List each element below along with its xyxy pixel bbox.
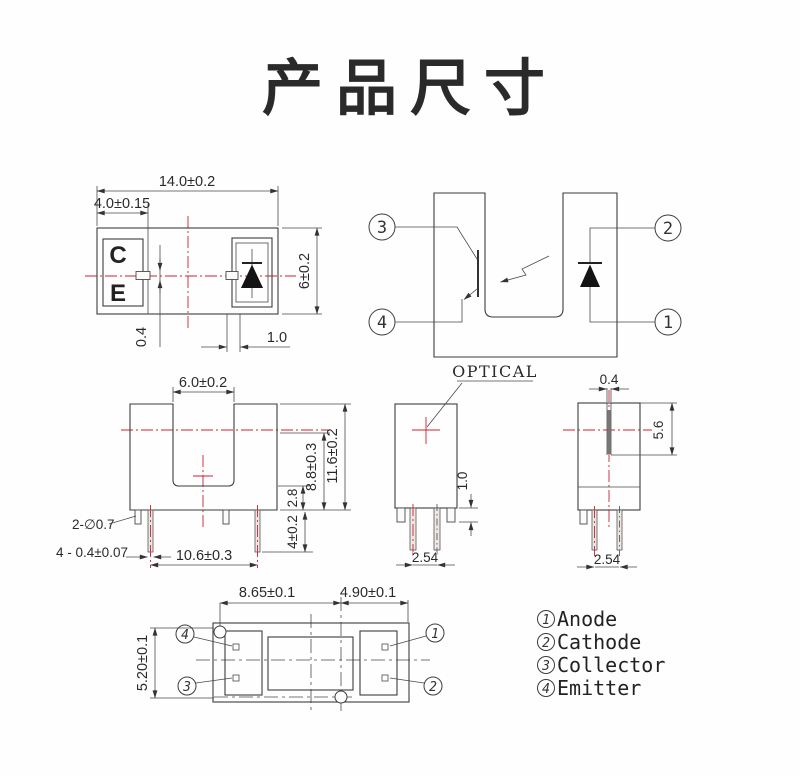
dim-window: 1.0 — [267, 330, 287, 346]
legend-label-cathode: Cathode — [557, 630, 641, 654]
pin3-number: 3 — [182, 680, 191, 695]
pin2-callout — [423, 676, 443, 696]
dim-slit-width: 0.4 — [600, 372, 619, 387]
dim-base-thickness: 2.8 — [285, 489, 300, 508]
legend-num-2: 2 — [542, 636, 550, 651]
dim-peg-length: 1.0 — [455, 472, 470, 491]
detector-block — [224, 630, 263, 696]
legend-num-1: 1 — [542, 613, 550, 628]
mount-peg — [579, 509, 588, 525]
pin1-number: 1 — [431, 627, 439, 642]
aperture-slit — [607, 410, 611, 454]
package-outline — [96, 227, 279, 315]
dim-pin-span: 10.6±0.3 — [176, 548, 232, 564]
collector-label: C — [109, 242, 126, 269]
led-symbol — [578, 227, 655, 323]
front-body-outline — [129, 403, 278, 511]
dim-axis-to-base: 8.8±0.3 — [304, 443, 320, 491]
pegs-note: 2-∅0.7 — [72, 517, 115, 532]
light-arrow — [500, 255, 550, 283]
legend-label-emitter: Emitter — [557, 676, 641, 700]
page-title: 产品尺寸 — [262, 53, 558, 124]
dim-slot-width: 6.0±0.2 — [179, 375, 227, 391]
dim-package-height: 6±0.2 — [297, 253, 313, 289]
bottom-body-outline — [212, 622, 410, 703]
pin4-number: 4 — [377, 313, 387, 333]
optical-leader — [426, 382, 463, 428]
pin2-number: 2 — [429, 680, 437, 695]
dim-slit: 0.4 — [134, 327, 150, 347]
slit-notch-right — [225, 271, 239, 280]
pins-note: 4 - 0.4±0.07 — [56, 545, 128, 560]
pin-legend: 1 Anode 2 Cathode 3 Collector 4 Emitter — [537, 607, 665, 700]
mount-peg — [446, 507, 456, 523]
legend-label-anode: Anode — [557, 607, 617, 631]
package-top-view: C E 14.0±0.2 4.0±0.15 6±0.2 0.4 1.0 — [85, 174, 322, 352]
optical-label: OPTICAL — [452, 362, 538, 381]
emitter-block — [359, 630, 398, 696]
dim-peg-to-edge: 4.90±0.1 — [340, 585, 396, 601]
pad — [232, 674, 240, 682]
pin3-callout — [177, 676, 197, 696]
pad — [381, 674, 389, 682]
pin4-number: 4 — [181, 628, 189, 643]
pin1-callout — [425, 623, 445, 643]
mount-peg — [134, 509, 142, 525]
legend-num-3: 3 — [541, 659, 550, 674]
phototransistor-symbol — [395, 226, 479, 323]
slit-body-outline — [577, 402, 641, 511]
bottom-view: 4 3 1 2 8.65±0.1 4.90±0.1 5.20±0.1 — [135, 585, 445, 712]
dim-package-width: 14.0±0.2 — [159, 174, 215, 190]
legend-num-4: 4 — [542, 682, 550, 697]
slot-area — [267, 636, 354, 691]
dim-slit-depth: 5.6 — [651, 421, 666, 440]
pin4-callout — [175, 624, 195, 644]
side-view: 1.0 2.54 — [394, 403, 478, 568]
mount-peg — [396, 507, 406, 523]
slot-package-outline — [433, 192, 618, 358]
dim-pin-pitch: 2.54 — [594, 552, 621, 567]
dim-total-height: 11.6±0.2 — [325, 428, 341, 483]
dim-peg-span: 8.65±0.1 — [239, 585, 295, 601]
pin2-number: 2 — [663, 219, 673, 239]
pin1-number: 1 — [663, 313, 673, 333]
pad — [381, 643, 389, 651]
dim-pin-pitch: 2.54 — [412, 550, 439, 565]
peg-hole — [334, 690, 348, 704]
emitter-label: E — [110, 280, 126, 307]
dim-led-section: 4.0±0.15 — [94, 196, 150, 212]
mount-peg — [222, 509, 230, 525]
side-body-outline — [394, 403, 458, 509]
pin3-number: 3 — [377, 218, 387, 238]
pad — [232, 643, 240, 651]
dim-peg-vertical: 5.20±0.1 — [135, 635, 151, 691]
legend-label-collector: Collector — [557, 653, 665, 677]
slit-notch-left — [135, 271, 151, 280]
diode-symbol — [241, 249, 263, 298]
front-view: 6.0±0.2 11.6±0.2 8.8±0.3 2.8 4±0.2 10.6±… — [56, 375, 351, 568]
circuit-schematic: 3 4 2 1 OPTICAL — [368, 192, 682, 428]
dim-pin-length: 4±0.2 — [285, 515, 300, 549]
slit-side-view: 0.4 5.6 2.54 — [563, 372, 677, 570]
peg-hole — [213, 625, 227, 639]
